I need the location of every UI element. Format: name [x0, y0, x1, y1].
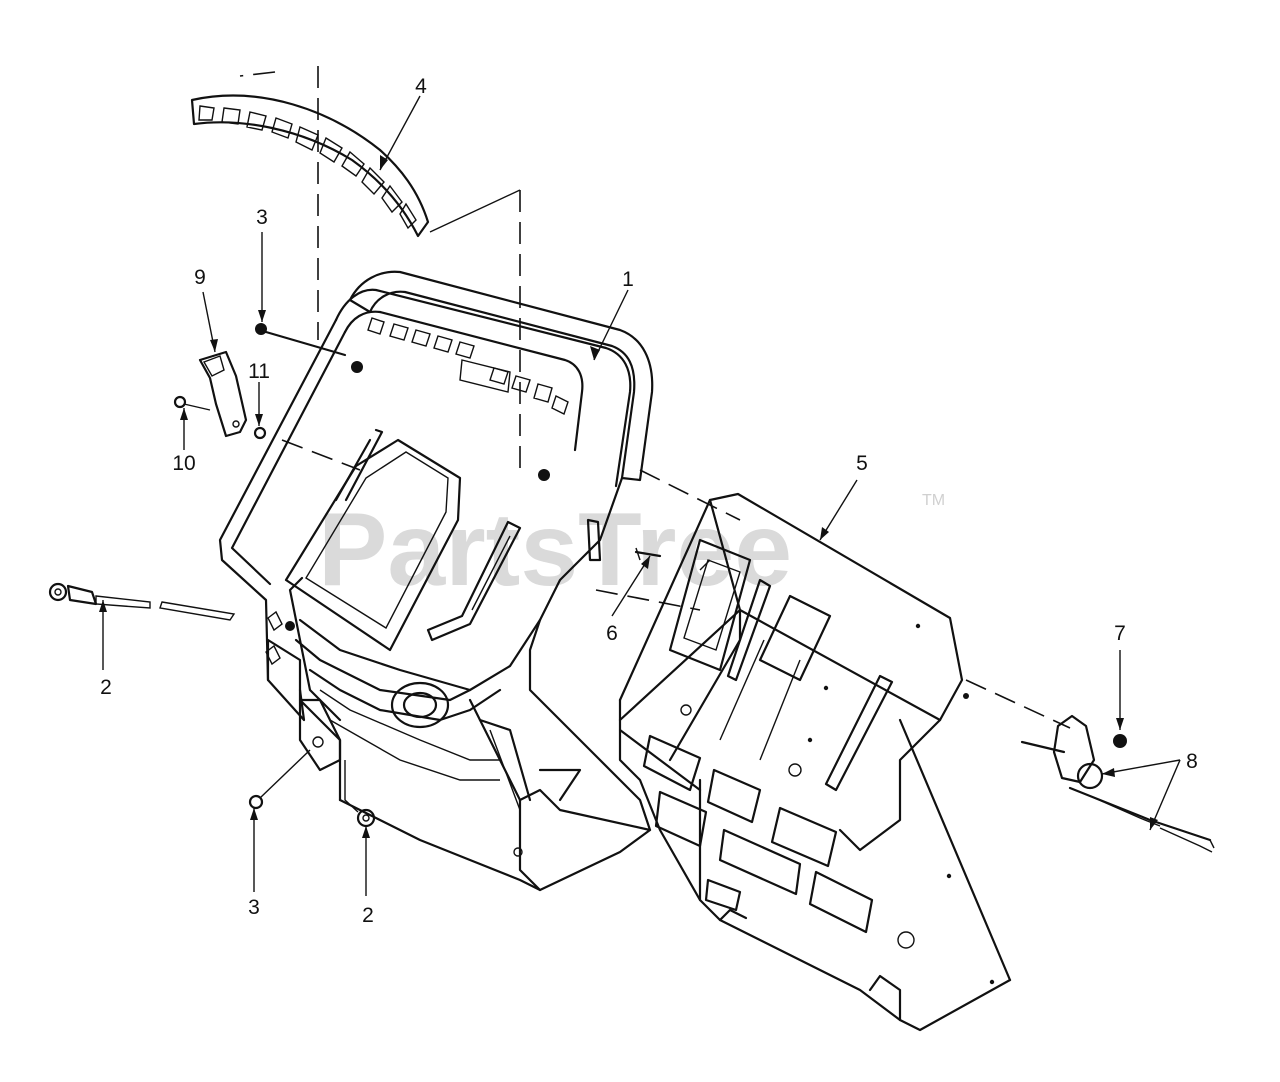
leader-line [429, 189, 521, 233]
part-9-bracket[interactable] [198, 350, 248, 438]
callout-5[interactable]: 5 [856, 452, 868, 475]
part-10-screw[interactable] [173, 395, 211, 411]
part-5-frame[interactable] [618, 492, 1012, 1032]
callout-8[interactable]: 8 [1186, 750, 1198, 773]
part-2-bolt[interactable] [48, 582, 236, 621]
callout-9[interactable]: 9 [194, 266, 206, 289]
part-6-pin[interactable] [634, 547, 662, 561]
leader-arrowheads [99, 155, 1158, 838]
alignment-line [239, 71, 276, 77]
part-8-throttle-bracket[interactable] [1020, 714, 1215, 853]
part-3-screw-upper[interactable] [255, 323, 347, 357]
part-11-nut[interactable] [253, 426, 267, 440]
callout-2-nut[interactable]: 2 [362, 904, 374, 927]
callout-10[interactable]: 10 [172, 452, 195, 475]
callout-6[interactable]: 6 [606, 622, 618, 645]
watermark-trademark: TM [922, 492, 945, 509]
part-3-screw-lower[interactable] [248, 749, 311, 810]
part-4-trim-strip[interactable] [190, 94, 430, 238]
part-2-nut[interactable] [344, 760, 376, 828]
frame-tab [586, 518, 602, 562]
callout-3-lower[interactable]: 3 [248, 896, 260, 919]
alignment-line [639, 469, 741, 521]
alignment-line [595, 589, 701, 611]
part-7-nut[interactable] [1113, 734, 1127, 748]
callout-3-upper[interactable]: 3 [256, 206, 268, 229]
callout-1[interactable]: 1 [622, 268, 634, 291]
alignment-line [281, 439, 361, 471]
callout-4[interactable]: 4 [415, 75, 427, 98]
callout-11[interactable]: 11 [248, 360, 270, 383]
callout-2-bolt[interactable]: 2 [100, 676, 112, 699]
alignment-line [965, 679, 1071, 729]
part-1-dash-panel[interactable] [218, 270, 654, 892]
callout-7[interactable]: 7 [1114, 622, 1126, 645]
